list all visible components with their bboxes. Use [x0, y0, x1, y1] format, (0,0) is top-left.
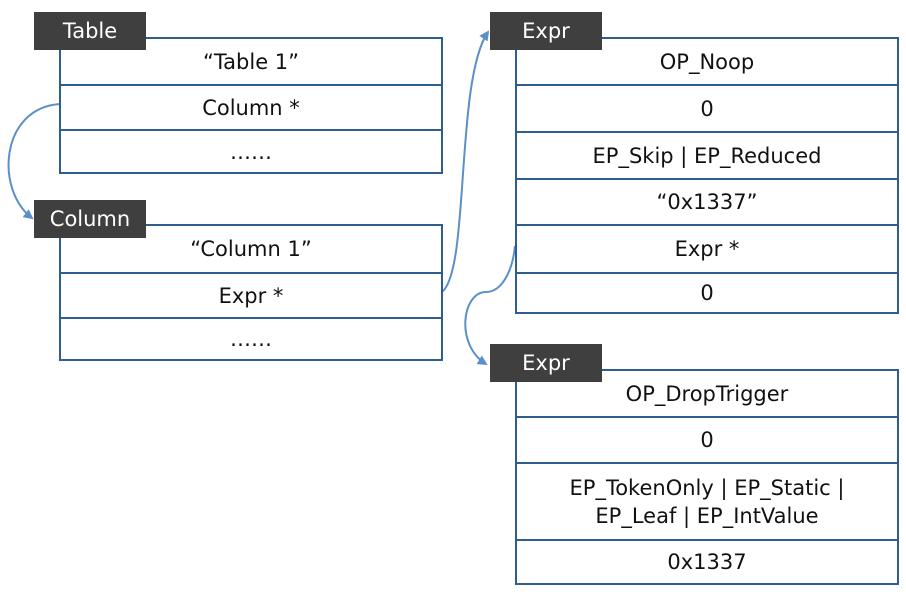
- expr2-zero-field: 0: [517, 416, 897, 462]
- expr-tag-1: Expr: [490, 12, 602, 50]
- table-ellipsis-field: ……: [61, 129, 441, 172]
- expr2-flags-line-1: EP_TokenOnly | EP_Static |: [569, 475, 845, 500]
- table-tag: Table: [34, 12, 146, 50]
- expr2-value-field: 0x1337: [517, 539, 897, 583]
- expr2-flags-field: EP_TokenOnly | EP_Static | EP_Leaf | EP_…: [517, 462, 897, 539]
- expr-tag-2: Expr: [490, 344, 602, 382]
- expr1-zero-field: 0: [517, 84, 897, 131]
- column-name-field: “Column 1”: [190, 237, 312, 261]
- arrow-expr-to-expr-block-1: [441, 30, 490, 293]
- table-struct-box: “Table 1” Column * ……: [59, 37, 443, 174]
- expr1-expr-pointer-field: Expr *: [517, 224, 897, 272]
- expr2-flags-line-2: EP_Leaf | EP_IntValue: [595, 503, 819, 528]
- arrow-column-to-column-block: [7, 103, 61, 220]
- arrow-expr-to-expr-block-2: [464, 245, 516, 366]
- expr1-op-field: OP_Noop: [659, 49, 755, 74]
- expr1-last-field: 0: [517, 272, 897, 312]
- column-expr-pointer-field: Expr *: [61, 272, 441, 317]
- table-name-field: “Table 1”: [202, 49, 300, 74]
- column-tag: Column: [34, 200, 146, 238]
- expr-struct-box-1: OP_Noop 0 EP_Skip | EP_Reduced “0x1337” …: [515, 37, 899, 314]
- expr1-flags-field: EP_Skip | EP_Reduced: [517, 131, 897, 178]
- expr1-token-field: “0x1337”: [517, 178, 897, 224]
- column-struct-box: “Column 1” Expr * ……: [59, 224, 443, 361]
- column-ellipsis-field: ……: [61, 317, 441, 359]
- expr2-op-field: OP_DropTrigger: [625, 381, 789, 406]
- expr-struct-box-2: OP_DropTrigger 0 EP_TokenOnly | EP_Stati…: [515, 369, 899, 585]
- table-column-pointer-field: Column *: [61, 84, 441, 129]
